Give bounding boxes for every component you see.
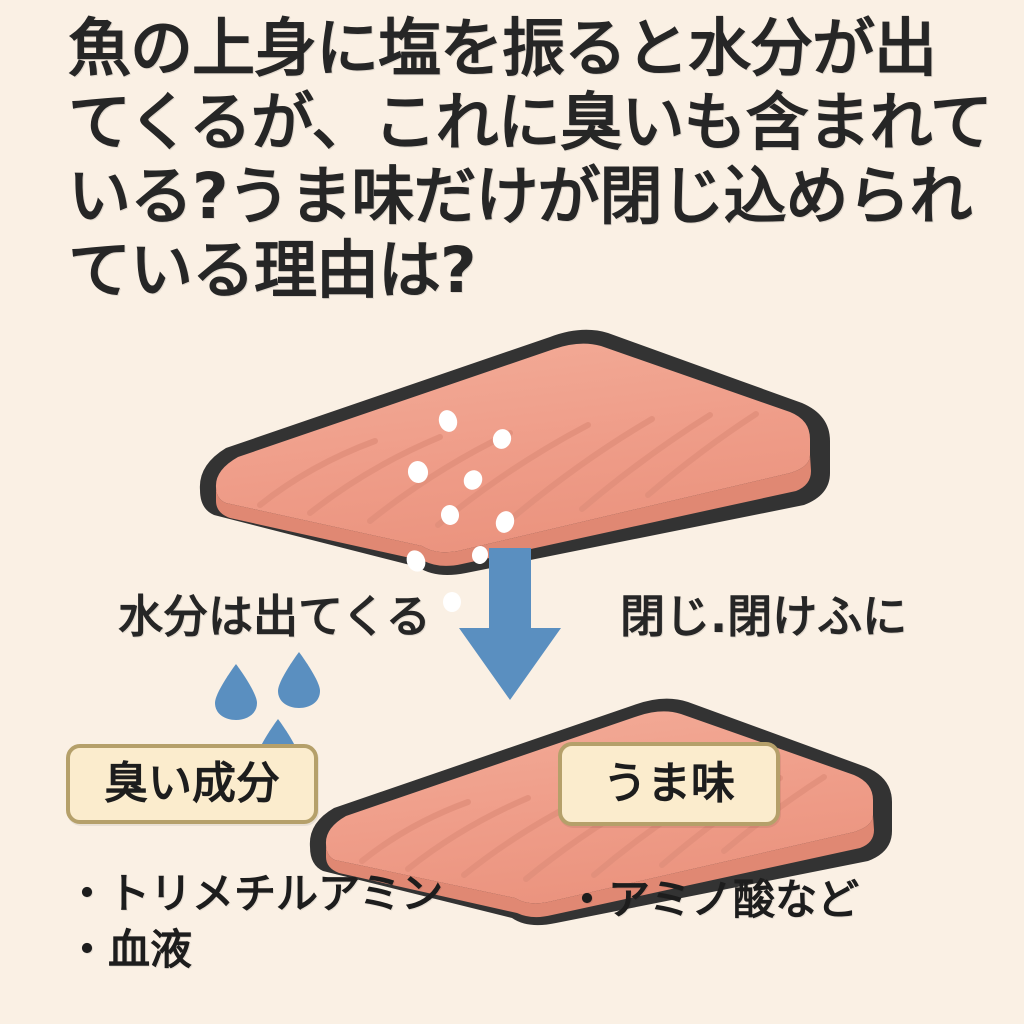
page-title: 魚の上身に塩を振ると水分が出 てくるが、これに臭いも含まれて いる?うま味だけが… <box>68 12 993 308</box>
water-droplet-icon <box>213 662 259 722</box>
tag-odor-label: 臭い成分 <box>104 758 280 809</box>
odor-components-list: ・トリメチルアミン ・血液 <box>66 866 443 978</box>
falling-salt-grain <box>443 592 461 612</box>
title-line-1: 魚の上身に塩を振ると水分が出 <box>68 12 937 85</box>
water-droplet-icon <box>276 650 322 710</box>
salt-grains <box>406 410 515 572</box>
list-item: ・アミノ酸など <box>566 875 860 924</box>
list-item: ・トリメチルアミン <box>66 869 444 918</box>
down-arrow-icon <box>455 548 565 703</box>
status-badge-odor: 臭い成分 <box>66 744 318 824</box>
list-item: ・血液 <box>66 925 193 974</box>
umami-components-list: ・アミノ酸など <box>566 872 859 928</box>
title-line-3: いる?うま味だけが閉じ込められ <box>68 160 973 233</box>
salmon-fillet-salted-illustration <box>190 315 840 612</box>
title-line-2: てくるが、これに臭いも含まれて <box>68 86 993 159</box>
status-badge-umami: うま味 <box>558 742 780 826</box>
moisture-label: 水分は出てくる <box>118 590 431 643</box>
tag-umami-label: うま味 <box>603 758 735 809</box>
sealed-label: 閉じ.閉けふに <box>620 590 908 643</box>
title-line-4: ている理由は? <box>68 234 477 307</box>
